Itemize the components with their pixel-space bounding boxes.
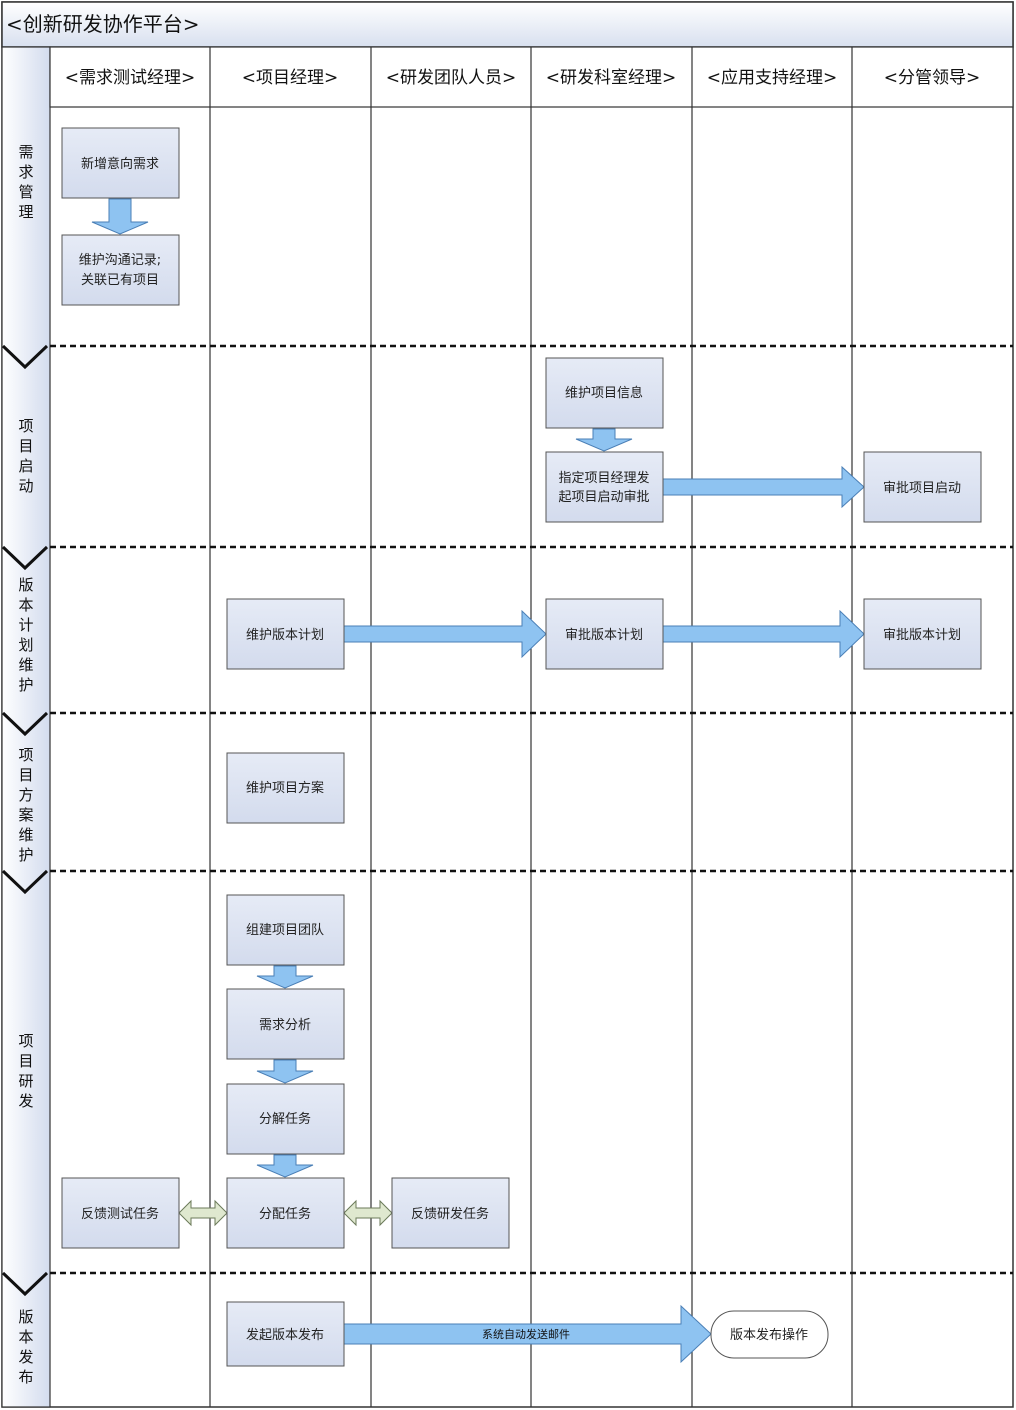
- node-decompose-tasks[interactable]: 分解任务: [226, 1083, 345, 1155]
- node-approve-project-start[interactable]: 审批项目启动: [863, 451, 982, 523]
- node-assign-pm-start-approval[interactable]: 指定项目经理发 起项目启动审批: [545, 451, 664, 523]
- phase-chevrons: [1, 344, 49, 1297]
- node-label: 维护项目方案: [246, 780, 324, 796]
- node-label: 反馈研发任务: [411, 1206, 489, 1222]
- phase-chevron-3: [1, 711, 49, 737]
- phase-label-p2: 项目启动: [18, 417, 33, 495]
- node-requirement-analysis[interactable]: 需求分析: [226, 988, 345, 1060]
- arrow-new-req-to-maintain-comm: [91, 198, 149, 235]
- node-label-line2: 起项目启动审批: [558, 490, 649, 505]
- phase-label-p3: 版本计划维护: [18, 576, 33, 694]
- node-new-requirement[interactable]: 新增意向需求: [61, 127, 180, 199]
- lane-dividers: [209, 47, 853, 1407]
- arrows: [91, 198, 865, 1364]
- phase-chevron-1: [1, 344, 49, 370]
- node-label: 新增意向需求: [81, 156, 159, 172]
- arrow-dept-approve-to-leader-approve: [662, 609, 865, 659]
- arrow-build-team-to-req-analysis: [256, 965, 314, 989]
- node-label: 维护项目信息: [565, 385, 643, 401]
- node-label: 版本发布操作: [730, 1327, 808, 1343]
- node-feedback-test-task[interactable]: 反馈测试任务: [61, 1177, 180, 1249]
- node-label: 组建项目团队: [246, 923, 324, 938]
- lane-header-dev-team: <研发团队人员>: [386, 68, 517, 88]
- arrow-req-analysis-to-decompose: [256, 1059, 314, 1084]
- node-label: 需求分析: [259, 1018, 311, 1033]
- phase-chevron-4: [1, 869, 49, 895]
- node-version-release-operation[interactable]: 版本发布操作: [710, 1310, 829, 1359]
- phase-label-p5: 项目研发: [18, 1032, 33, 1110]
- arrow-proj-info-to-assign-pm: [575, 428, 633, 452]
- node-label-line2: 关联已有项目: [81, 273, 159, 288]
- lane-header-dept-manager: <研发科室经理>: [546, 68, 677, 88]
- arrow-decompose-to-assign: [256, 1154, 314, 1178]
- node-approve-version-plan-dept[interactable]: 审批版本计划: [545, 598, 664, 670]
- title-bar: [1, 1, 1014, 48]
- node-build-project-team[interactable]: 组建项目团队: [226, 894, 345, 966]
- node-label-line1: 维护沟通记录;: [79, 253, 161, 268]
- phase-separators: [50, 344, 1013, 1275]
- diagram-title: <创新研发协作平台>: [6, 12, 200, 36]
- phase-chevron-2: [1, 545, 49, 571]
- lane-header-app-support-manager: <应用支持经理>: [707, 68, 838, 88]
- node-label: 审批版本计划: [883, 628, 961, 643]
- node-label: 反馈测试任务: [81, 1206, 159, 1222]
- arrow-release-to-operation: [343, 1304, 712, 1364]
- lane-header-req-test-manager: <需求测试经理>: [65, 68, 196, 88]
- node-start-version-release[interactable]: 发起版本发布: [226, 1301, 345, 1367]
- arrow-version-plan-to-dept-approve: [343, 609, 547, 659]
- node-feedback-dev-task[interactable]: 反馈研发任务: [391, 1177, 510, 1249]
- phase-label-p1: 需求管理: [18, 143, 33, 221]
- node-boxes: 新增意向需求 维护沟通记录; 关联已有项目 维护项目信息 指定项目经理发 起项目…: [61, 127, 982, 1367]
- node-assign-tasks[interactable]: 分配任务: [226, 1177, 345, 1249]
- edge-label-auto-email: 系统自动发送邮件: [482, 1327, 570, 1341]
- node-maintain-version-plan[interactable]: 维护版本计划: [226, 598, 345, 670]
- node-maintain-project-info[interactable]: 维护项目信息: [545, 357, 664, 429]
- node-maintain-project-scheme[interactable]: 维护项目方案: [226, 752, 345, 824]
- node-label: 分解任务: [259, 1111, 311, 1127]
- lane-header-leader: <分管领导>: [884, 68, 981, 88]
- arrow-assign-pm-to-approve-start: [662, 465, 865, 509]
- phase-chevron-5: [1, 1271, 49, 1297]
- node-approve-version-plan-leader[interactable]: 审批版本计划: [863, 598, 982, 670]
- node-label: 维护版本计划: [246, 628, 324, 643]
- node-label: 分配任务: [259, 1206, 311, 1222]
- node-label: 审批版本计划: [565, 628, 643, 643]
- node-label: 发起版本发布: [246, 1327, 324, 1343]
- phase-column: [1, 46, 51, 1408]
- node-label-line1: 指定项目经理发: [558, 470, 649, 486]
- phase-label-p6: 版本发布: [18, 1308, 33, 1386]
- phase-label-p4: 项目方案维护: [18, 746, 33, 864]
- node-maintain-communication[interactable]: 维护沟通记录; 关联已有项目: [61, 234, 180, 306]
- node-label: 审批项目启动: [883, 481, 961, 496]
- lane-header-project-manager: <项目经理>: [242, 68, 339, 88]
